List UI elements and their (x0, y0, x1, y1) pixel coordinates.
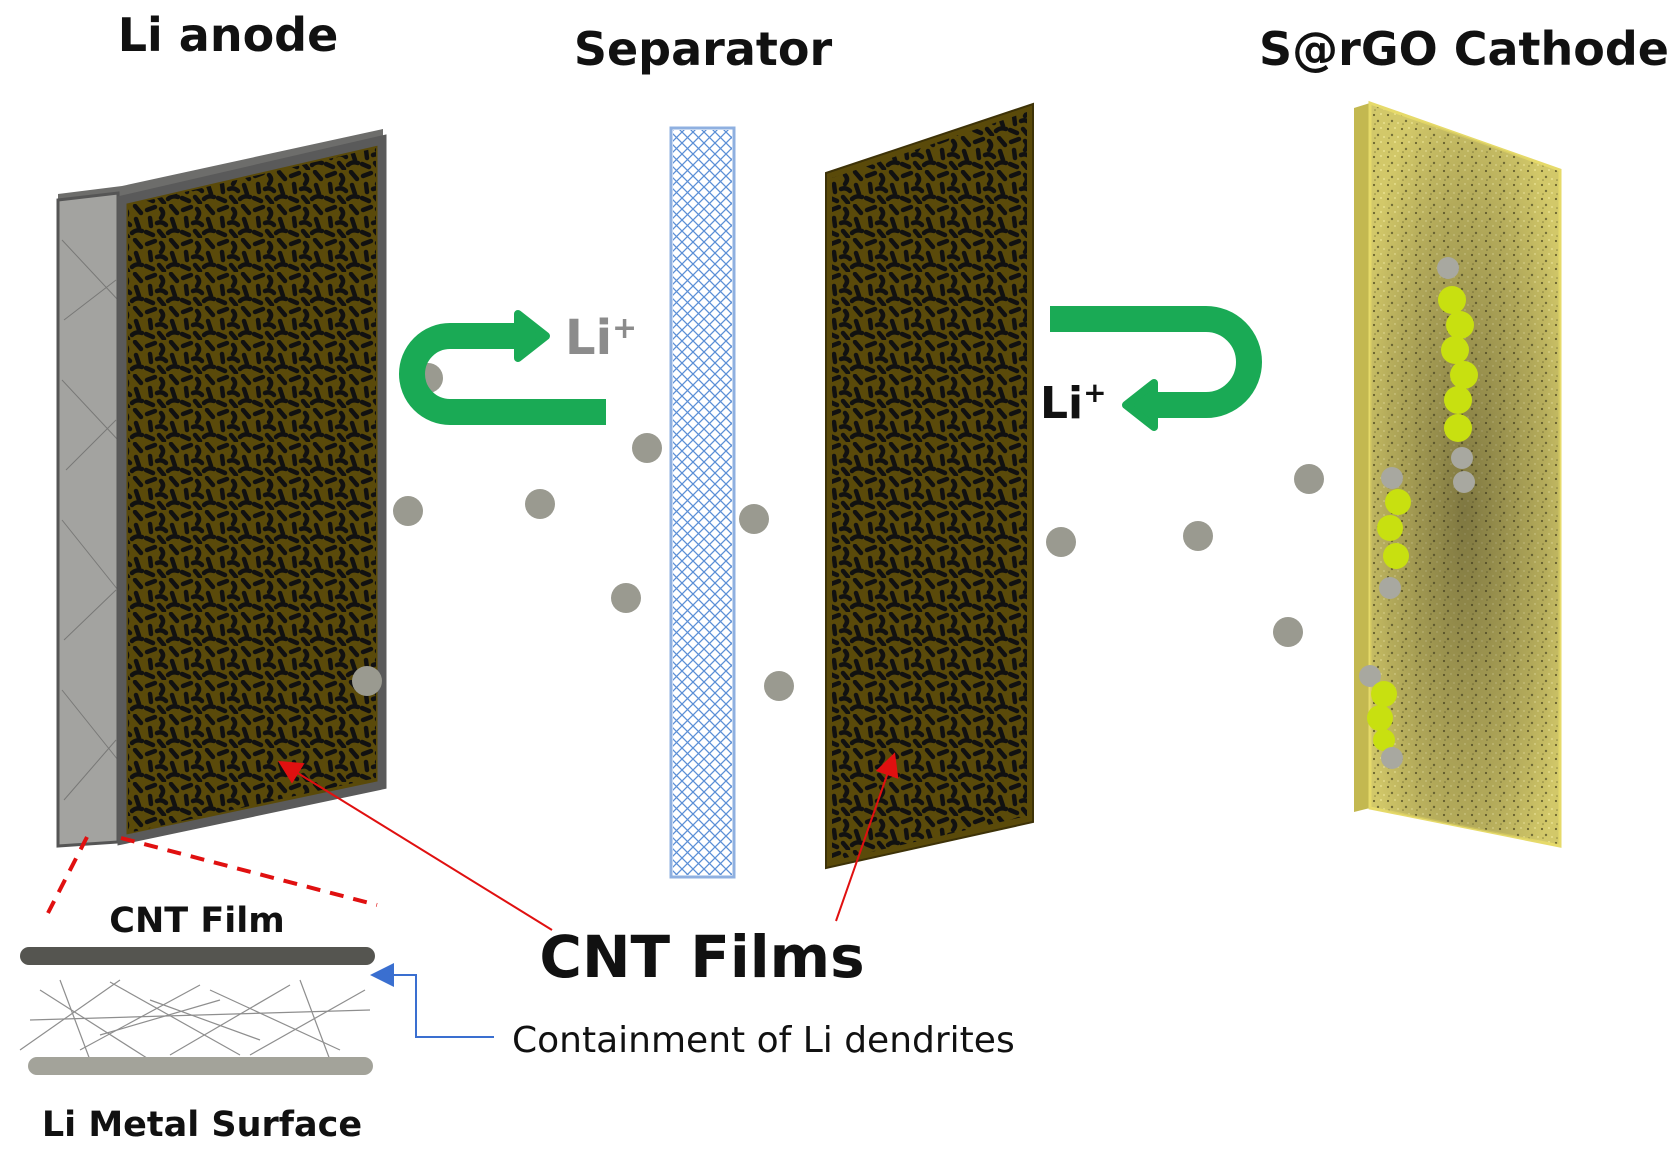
cnt-film-texture (832, 112, 1027, 861)
separator-mesh (673, 130, 732, 875)
separator-title: Separator (574, 22, 833, 76)
li-ion-right-superscript: + (1083, 376, 1106, 409)
pointer-anode-film (277, 760, 553, 931)
li-anode (56, 129, 387, 848)
anode-cnt-texture (128, 148, 376, 833)
li-ion-label-left: Li+ (565, 310, 637, 366)
containment-label: Containment of Li dendrites (512, 1020, 1015, 1061)
inset-dendrites (19, 979, 371, 1061)
li-ion-right-text: Li (1040, 378, 1083, 429)
li-ion-arrow-right (1050, 306, 1262, 431)
li-metal-surface-label: Li Metal Surface (42, 1105, 362, 1145)
inset-cnt-film-bar (20, 947, 375, 965)
zoom-dash-left (46, 836, 89, 914)
cathode-title: S@rGO Cathode (1259, 22, 1669, 76)
inset-li-metal-bar (28, 1057, 373, 1075)
dendrite-lines (61, 239, 119, 801)
pointer-containment (370, 963, 494, 1038)
pointer-middle-film (835, 752, 899, 922)
chain-lower (1359, 665, 1403, 769)
anode-title: Li anode (118, 8, 339, 62)
li-ion-label-right: Li+ (1040, 376, 1107, 429)
cnt-films-label: CNT Films (539, 923, 864, 991)
anode-top-edge (58, 129, 383, 208)
polysulfide-chains (1359, 257, 1478, 769)
li-ion-arrow-left (399, 310, 606, 425)
chain-upper (1437, 257, 1478, 493)
cnt-film-label: CNT Film (109, 901, 284, 941)
li-ion-left-text: Li (565, 310, 612, 366)
cathode-side (1354, 103, 1370, 812)
chain-middle (1377, 467, 1411, 599)
zoom-dash-right (120, 836, 378, 907)
li-ion-left-superscript: + (612, 311, 637, 346)
